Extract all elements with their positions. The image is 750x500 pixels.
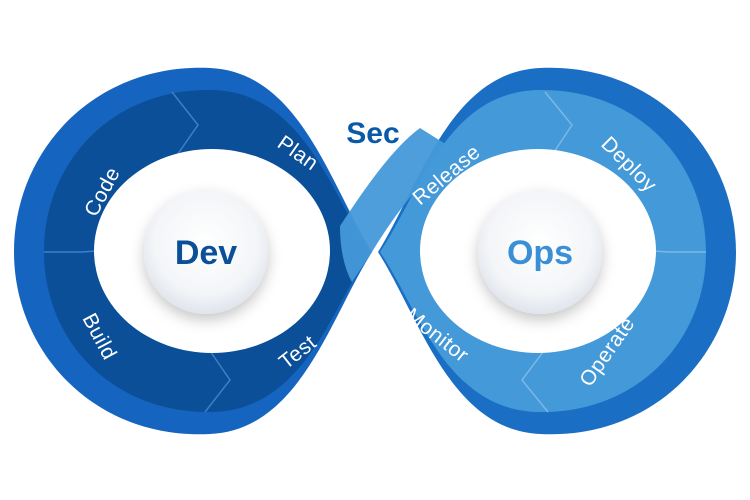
ops-center-disc [478, 190, 602, 314]
dev-center-disc [144, 190, 268, 314]
crossing-band [340, 128, 455, 282]
dev-label: Dev [175, 234, 237, 272]
sec-label: Sec [346, 117, 399, 150]
ops-label: Ops [507, 234, 573, 272]
